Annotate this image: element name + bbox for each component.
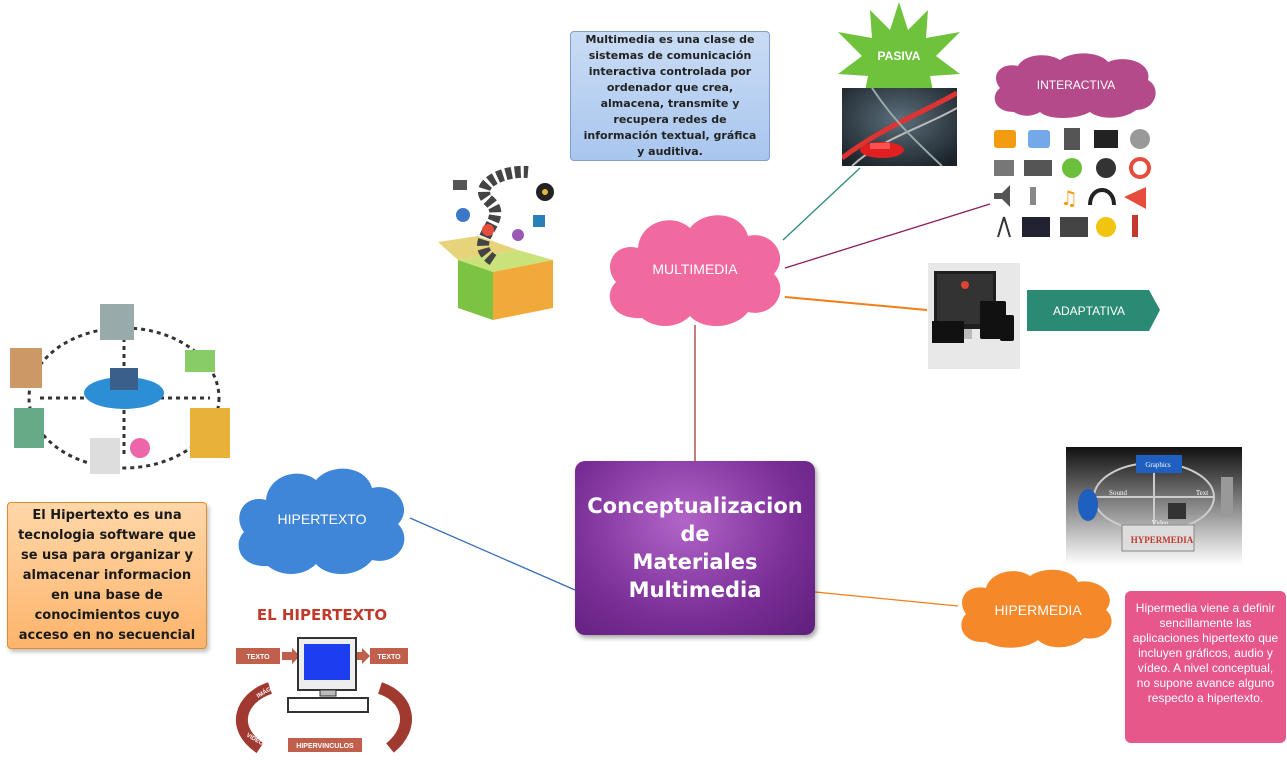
adaptativa-label: ADAPTATIVA [1053, 304, 1125, 318]
pasiva-label: PASIVA [878, 49, 921, 63]
multimedia-definition: Multimedia es una clase de sistemas de c… [570, 31, 770, 161]
hm-graphic-label: HYPERMEDIA [1131, 535, 1194, 545]
devices-icon [928, 263, 1020, 369]
hipermedia-label: HIPERMEDIA [994, 602, 1082, 618]
hipertexto-cloud[interactable]: HIPERTEXTO [232, 462, 412, 578]
row-2 [994, 157, 1151, 179]
line-central-hipermedia [814, 591, 959, 607]
hm-right-label: Text [1196, 489, 1208, 497]
hipertexto-definition: El Hipertexto es una tecnologia software… [7, 502, 207, 649]
interactiva-label: INTERACTIVA [1037, 78, 1115, 92]
multimedia-cloud[interactable]: MULTIMEDIA [602, 208, 788, 330]
multimedia-label: MULTIMEDIA [652, 261, 738, 277]
interactiva-cloud[interactable]: INTERACTIVA [990, 52, 1162, 120]
row-3: ♫ [994, 185, 1146, 210]
hm-left-label: Sound [1109, 489, 1127, 497]
svg-text:♫: ♫ [1060, 186, 1078, 210]
row-4 [997, 215, 1138, 238]
racing-car-icon [842, 88, 957, 166]
hipertexto-graphic: EL HIPERTEXTO TEXTO TEXTO IMÁGENES VIDEO… [235, 606, 412, 753]
media-icons-grid: ♫ [994, 128, 1151, 238]
texto-right-label: TEXTO [377, 654, 401, 661]
adaptativa-arrow[interactable]: ADAPTATIVA [1027, 290, 1160, 331]
hipertexto-label: HIPERTEXTO [278, 511, 367, 527]
hm-top-label: Graphics [1145, 461, 1171, 469]
line-multimedia-interactiva [784, 203, 991, 269]
hipertexto-graphic-title: EL HIPERTEXTO [257, 606, 387, 624]
line-central-hipertexto [409, 517, 576, 591]
pasiva-star[interactable]: PASIVA [836, 2, 962, 108]
hipervinculos-label: HIPERVINCULOS [296, 743, 354, 750]
hipermedia-definition: Hipermedia viene a definir sencillamente… [1125, 591, 1286, 743]
hypermedia-diagram-icon: Graphics Sound Text Video HYPERMEDIA [1066, 447, 1242, 565]
line-multimedia-adaptativa [784, 296, 928, 311]
hipermedia-definition-text: Hipermedia viene a definir sencillamente… [1132, 601, 1279, 705]
hipermedia-cloud[interactable]: HIPERMEDIA [956, 566, 1120, 650]
row-1 [994, 128, 1150, 150]
texto-left-label: TEXTO [246, 654, 270, 661]
line-multimedia-pasiva [782, 167, 861, 241]
multimedia-definition-text: Multimedia es una clase de sistemas de c… [583, 33, 757, 158]
hipertexto-definition-text: El Hipertexto es una tecnologia software… [18, 507, 196, 643]
media-box-icon [438, 165, 554, 320]
hm-bottom-label: Video [1152, 519, 1169, 527]
computer-icon [287, 637, 369, 713]
network-users-icon [0, 298, 245, 486]
